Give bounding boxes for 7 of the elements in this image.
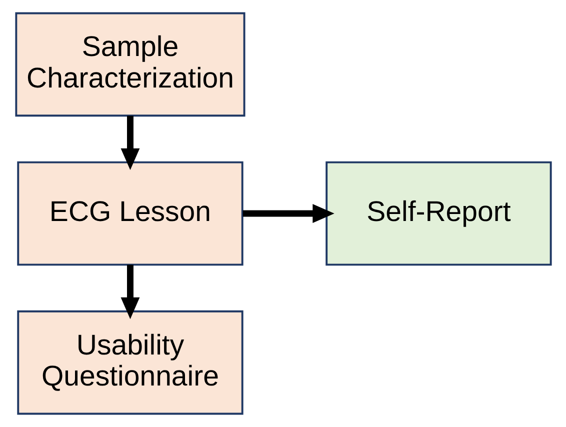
node-box: ECG Lesson <box>16 161 243 266</box>
arrow <box>242 204 334 223</box>
arrow <box>120 264 140 320</box>
node-box: Sample Characterization <box>14 12 245 117</box>
node-box: Usability Questionnaire <box>16 310 243 415</box>
node-box: Self-Report <box>325 161 552 266</box>
arrow <box>120 116 140 170</box>
